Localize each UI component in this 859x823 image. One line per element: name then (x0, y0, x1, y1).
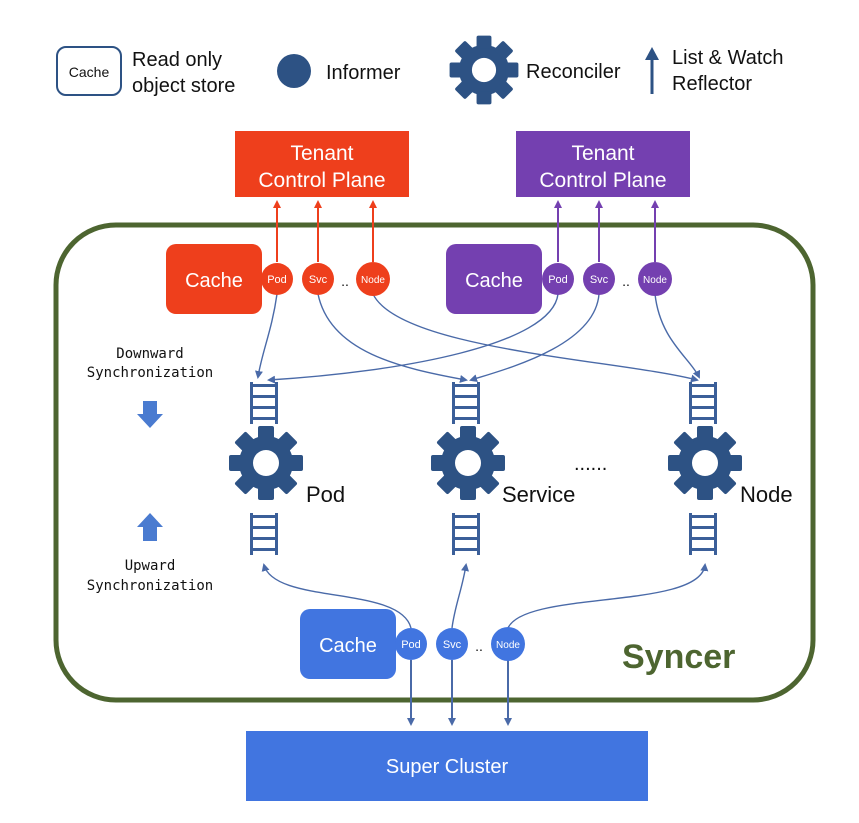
tenant-left-watch-arrows (273, 200, 377, 262)
upward-sync-connectors (261, 563, 709, 629)
legend-cache-box-label: Cache (69, 64, 110, 80)
tenant-right-watch-arrows (554, 200, 659, 262)
legend-cache-desc-line1: Read only (132, 49, 222, 71)
service-reconciler-label: Service (502, 482, 575, 507)
tenant-right-title-line1: Tenant (571, 142, 634, 165)
tenant-right-ellipsis: .. (622, 273, 630, 289)
pod-downward-queue-icon (250, 382, 278, 424)
pod-upward-queue-icon (250, 513, 278, 555)
upward-arrow-icon (137, 513, 163, 541)
legend-informer-label: Informer (326, 62, 401, 84)
tenant-right-cache (446, 244, 542, 314)
tenant-right-informer-pod (542, 263, 574, 295)
reconciler-ellipsis: ...... (574, 453, 607, 475)
tenant-left-informer-svc (302, 263, 334, 295)
pod-reconciler-label: Pod (306, 482, 345, 507)
downward-sync-line1: Downward (116, 346, 183, 362)
tenant-right-title-line2: Control Plane (539, 169, 666, 192)
tenant-right-control-plane (516, 131, 690, 197)
super-informer-pod-label: Pod (401, 639, 421, 651)
super-cache (300, 609, 396, 679)
legend-cache-desc-line2: object store (132, 75, 235, 97)
tenant-right-informer-svc (583, 263, 615, 295)
legend-cache-box (56, 46, 122, 96)
super-cache-label: Cache (319, 635, 377, 657)
upward-sync-line1: Upward (125, 558, 176, 574)
super-ellipsis: .. (475, 638, 483, 654)
super-informer-svc-label: Svc (443, 639, 462, 651)
service-reconciler-gear-icon (431, 426, 505, 500)
tenant-left-cache (166, 244, 262, 314)
tenant-left-informer-node-label: Node (361, 275, 385, 286)
super-informer-svc (436, 628, 468, 660)
legend-reconciler-gear-icon (449, 35, 519, 105)
syncer-container (53, 222, 816, 703)
super-informer-node-label: Node (496, 640, 520, 651)
legend-informer-icon (277, 54, 311, 88)
tenant-left-title-line2: Control Plane (258, 169, 385, 192)
super-cluster-label: Super Cluster (386, 756, 509, 778)
legend-up-arrow-head-icon (645, 47, 659, 60)
node-reconciler-gear-icon (668, 426, 742, 500)
super-cluster (246, 731, 648, 801)
tenant-right-informer-node-label: Node (643, 275, 667, 286)
legend-reconciler-label: Reconciler (526, 61, 621, 83)
downward-sync-connectors (254, 293, 701, 384)
tenant-left-informer-svc-label: Svc (309, 274, 328, 286)
upward-sync-line2: Synchronization (87, 578, 213, 594)
node-downward-queue-icon (689, 382, 717, 424)
tenant-left-informer-node (356, 262, 390, 296)
tenant-left-control-plane (235, 131, 409, 197)
legend-listwatch-line2: Reflector (672, 73, 752, 95)
tenant-left-cache-label: Cache (185, 270, 243, 292)
tenant-left-informer-pod-label: Pod (267, 274, 287, 286)
tenant-right-informer-pod-label: Pod (548, 274, 568, 286)
pod-reconciler-gear-icon (229, 426, 303, 500)
super-cluster-arrows (407, 660, 512, 726)
tenant-left-ellipsis: .. (341, 273, 349, 289)
super-informer-pod (395, 628, 427, 660)
syncer-label: Syncer (622, 638, 735, 676)
downward-arrow-icon (137, 401, 163, 428)
super-informer-node (491, 627, 525, 661)
tenant-right-informer-svc-label: Svc (590, 274, 609, 286)
service-downward-queue-icon (452, 382, 480, 424)
node-upward-queue-icon (689, 513, 717, 555)
tenant-left-informer-pod (261, 263, 293, 295)
service-upward-queue-icon (452, 513, 480, 555)
downward-sync-line2: Synchronization (87, 365, 213, 381)
tenant-right-cache-label: Cache (465, 270, 523, 292)
node-reconciler-label: Node (740, 482, 793, 507)
tenant-right-informer-node (638, 262, 672, 296)
legend-listwatch-line1: List & Watch (672, 47, 784, 69)
tenant-left-title-line1: Tenant (290, 142, 353, 165)
